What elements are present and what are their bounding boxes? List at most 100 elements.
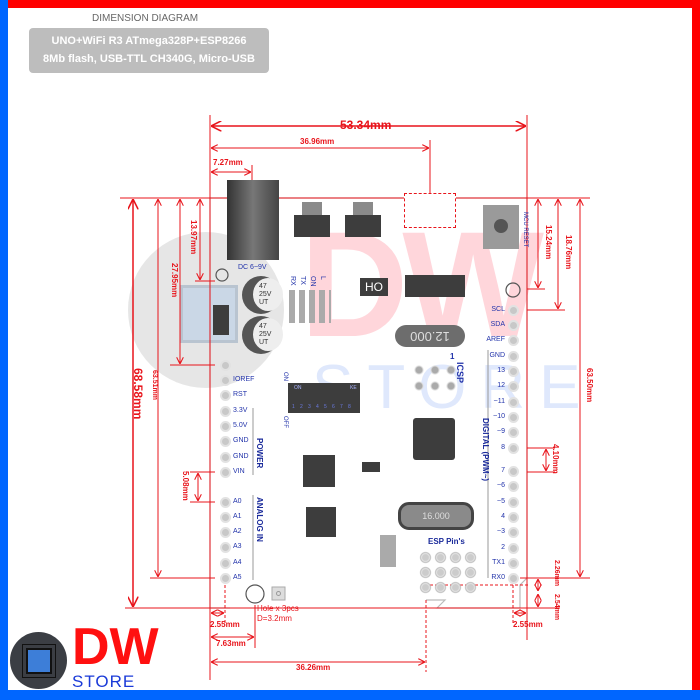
pin-label: GND [233,437,249,444]
dip-off-label: OFF [282,416,288,428]
diagram-title: DIMENSION DIAGRAM [92,13,199,24]
pin-label: ~9 [497,428,505,435]
logo-sub: STORE [72,672,136,691]
mcu-reset-knob [494,219,508,233]
power-label: POWER [255,438,264,469]
dim-right-header-span: 63.50mm [585,368,594,403]
hole-note-line-1: Hole x 3pcs [257,604,299,613]
pin-label: AREF [486,336,505,343]
pin-label: A5 [233,574,242,581]
mounting-hole [245,584,265,604]
switch-1-cap [302,202,322,215]
switch-1 [294,215,330,237]
pin-label: SDA [490,321,505,328]
header-pin [220,390,231,401]
pin-label: 5.0V [233,422,248,429]
header-pin [508,543,519,554]
dip-number: 6 [332,404,335,410]
cap-voltage: 25V [259,291,272,298]
logo-brand: DW [72,618,159,676]
product-line-2: 8Mb flash, USB-TTL CH340G, Micro-USB [43,53,255,65]
cap-voltage: 25V [259,331,272,338]
hole-note: Hole x 3pcs D=3.2mm [257,604,299,624]
header-pin [508,558,519,569]
header-pin [508,527,519,538]
frame-right-bar [692,0,700,700]
dim-right-15: 15.24mm [544,225,553,260]
led-array [289,290,331,323]
dip-top-left-label: ON [294,385,302,391]
header-pin [508,481,519,492]
header-pin [508,351,519,362]
pin-label: 4 [501,513,505,520]
pin-label: A3 [233,543,242,550]
header-pin [220,375,231,386]
header-pin [508,466,519,477]
diode [213,305,229,335]
led-label-tx: TX [299,276,306,285]
dip-on-label: ON [282,372,288,381]
header-pin [220,573,231,584]
atmega328p-chip [413,418,455,460]
header-pin [220,558,231,569]
header-pin [508,366,519,377]
product-title-box: UNO+WiFi R3 ATmega328P+ESP8266 8Mb flash… [29,28,269,73]
pin-label: IOREF [233,376,255,383]
header-pin [508,320,519,331]
dim-left-header-span: 63.51mm [151,370,158,400]
header-pin [220,452,231,463]
esp-reset-button [380,535,396,567]
pin-label: ~5 [497,498,505,505]
pin-label: 3.3V [233,407,248,414]
dim-bottom-right-226: 2.26mm [553,560,560,587]
dim-bottom-right-254: 2.54mm [553,594,560,621]
pin-label: GND [489,352,505,359]
pin-label: 2 [501,544,505,551]
header-pin [220,406,231,417]
led-label-on: ON [309,276,316,287]
switch-2 [345,215,381,237]
regulator-chip [303,455,335,487]
transistor [362,462,380,472]
header-pin [220,467,231,478]
dip-number: 8 [348,404,351,410]
ho-component: HO [360,278,388,296]
cap-value: 47 [259,323,267,330]
dip-number: 5 [324,404,327,410]
pin-label: 12 [497,382,505,389]
dim-digital-gap: 4.10mm [551,444,560,474]
mounting-hole [215,268,229,282]
pin-label: A0 [233,498,242,505]
dim-bottom-left-763: 7.63mm [216,639,246,648]
frame-bottom-bar [0,690,700,700]
pin-label: GND [233,453,249,460]
pin-label: SCL [491,306,505,313]
header-pin [508,305,519,316]
mounting-hole [505,282,521,298]
pin-label: ~11 [493,398,505,405]
header-pin [220,497,231,508]
header-pin [220,512,231,523]
header-pin [220,542,231,553]
header-pin [508,335,519,346]
pin-label: ~6 [497,482,505,489]
dim-right-18: 18.76mm [564,235,573,270]
pin-label: VIN [233,468,245,475]
pin-label: A1 [233,513,242,520]
icsp-label: ICSP [455,362,465,384]
dim-bottom-3626: 36.26mm [296,663,331,672]
analog-in-label: ANALOG IN [255,497,264,542]
header-pin [220,527,231,538]
pin-label: ~3 [497,528,505,535]
dim-bottom-left-255: 2.55mm [210,620,240,629]
header-pin [220,436,231,447]
dim-left-13: 13.97mm [189,220,198,255]
icsp-header [411,362,459,394]
header-pin [508,381,519,392]
dc-jack [227,180,279,260]
header-pin [508,512,519,523]
digital-pwm-label: DIGITAL (PWM~) [481,418,490,482]
